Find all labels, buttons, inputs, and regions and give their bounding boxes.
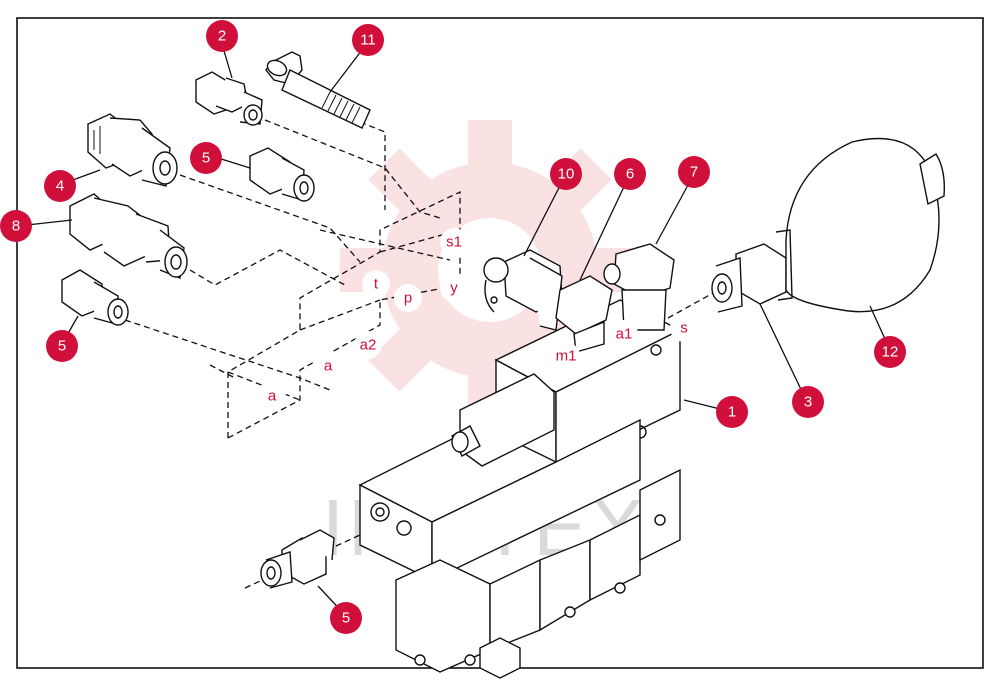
port-label-a-lower: a xyxy=(258,382,286,410)
svg-text:5: 5 xyxy=(342,610,350,627)
svg-text:3: 3 xyxy=(804,394,812,411)
callout-11: 11 xyxy=(352,24,384,56)
svg-text:2: 2 xyxy=(218,28,226,45)
part-2-fitting xyxy=(195,71,263,126)
svg-text:6: 6 xyxy=(626,166,634,183)
svg-text:p: p xyxy=(404,290,412,307)
callout-4: 4 xyxy=(44,170,76,202)
svg-text:a1: a1 xyxy=(616,326,633,343)
port-label-p: p xyxy=(394,284,422,312)
svg-text:1: 1 xyxy=(728,404,736,421)
svg-text:5: 5 xyxy=(58,338,66,355)
part-1-valve-block xyxy=(358,299,682,679)
part-11-bolt xyxy=(265,51,371,129)
callout-5-upper: 5 xyxy=(190,142,222,174)
callouts: 2 11 5 4 8 5 10 6 7 1 3 xyxy=(0,20,906,634)
svg-text:a2: a2 xyxy=(360,337,377,354)
svg-text:8: 8 xyxy=(12,218,20,235)
callout-8: 8 xyxy=(0,210,32,242)
svg-text:m1: m1 xyxy=(556,348,577,365)
part-5-fitting-left xyxy=(61,269,129,326)
part-8-fitting xyxy=(69,193,188,279)
svg-text:11: 11 xyxy=(360,32,376,49)
part-12-accumulator xyxy=(775,137,946,313)
svg-text:7: 7 xyxy=(690,164,698,181)
port-labels: s1 t p y a2 a a m1 a1 s xyxy=(258,228,698,410)
callout-6: 6 xyxy=(614,158,646,190)
port-label-a-upper: a xyxy=(314,352,342,380)
svg-text:10: 10 xyxy=(558,166,575,183)
svg-text:12: 12 xyxy=(882,344,899,361)
port-label-a1: a1 xyxy=(610,320,638,348)
svg-text:s1: s1 xyxy=(446,234,462,251)
svg-text:4: 4 xyxy=(56,178,64,195)
svg-text:y: y xyxy=(450,280,458,297)
part-5-fitting-bottom xyxy=(260,529,335,589)
port-label-s: s xyxy=(670,314,698,342)
port-label-a2: a2 xyxy=(354,331,382,359)
svg-text:s: s xyxy=(680,320,688,337)
svg-text:5: 5 xyxy=(202,150,210,167)
part-4-fitting xyxy=(87,113,178,187)
part-10-gauge-fitting xyxy=(483,249,563,331)
callout-3: 3 xyxy=(792,386,824,418)
port-label-s1: s1 xyxy=(440,228,468,256)
callout-2: 2 xyxy=(206,20,238,52)
port-label-t: t xyxy=(362,270,390,298)
callout-1: 1 xyxy=(716,396,748,428)
svg-text:a: a xyxy=(268,388,277,405)
part-3-fitting xyxy=(711,243,787,313)
port-label-m1: m1 xyxy=(552,342,580,370)
part-7-hex-cap xyxy=(603,243,675,331)
callout-12: 12 xyxy=(874,336,906,368)
svg-text:a: a xyxy=(324,358,333,375)
ghost-base-outline xyxy=(209,190,461,439)
callout-5-left: 5 xyxy=(46,330,78,362)
callout-10: 10 xyxy=(550,158,582,190)
callout-5-bottom: 5 xyxy=(330,602,362,634)
svg-text:t: t xyxy=(374,276,379,293)
callout-7: 7 xyxy=(678,156,710,188)
part-5-fitting-upper xyxy=(249,147,315,202)
port-label-y: y xyxy=(440,274,468,302)
